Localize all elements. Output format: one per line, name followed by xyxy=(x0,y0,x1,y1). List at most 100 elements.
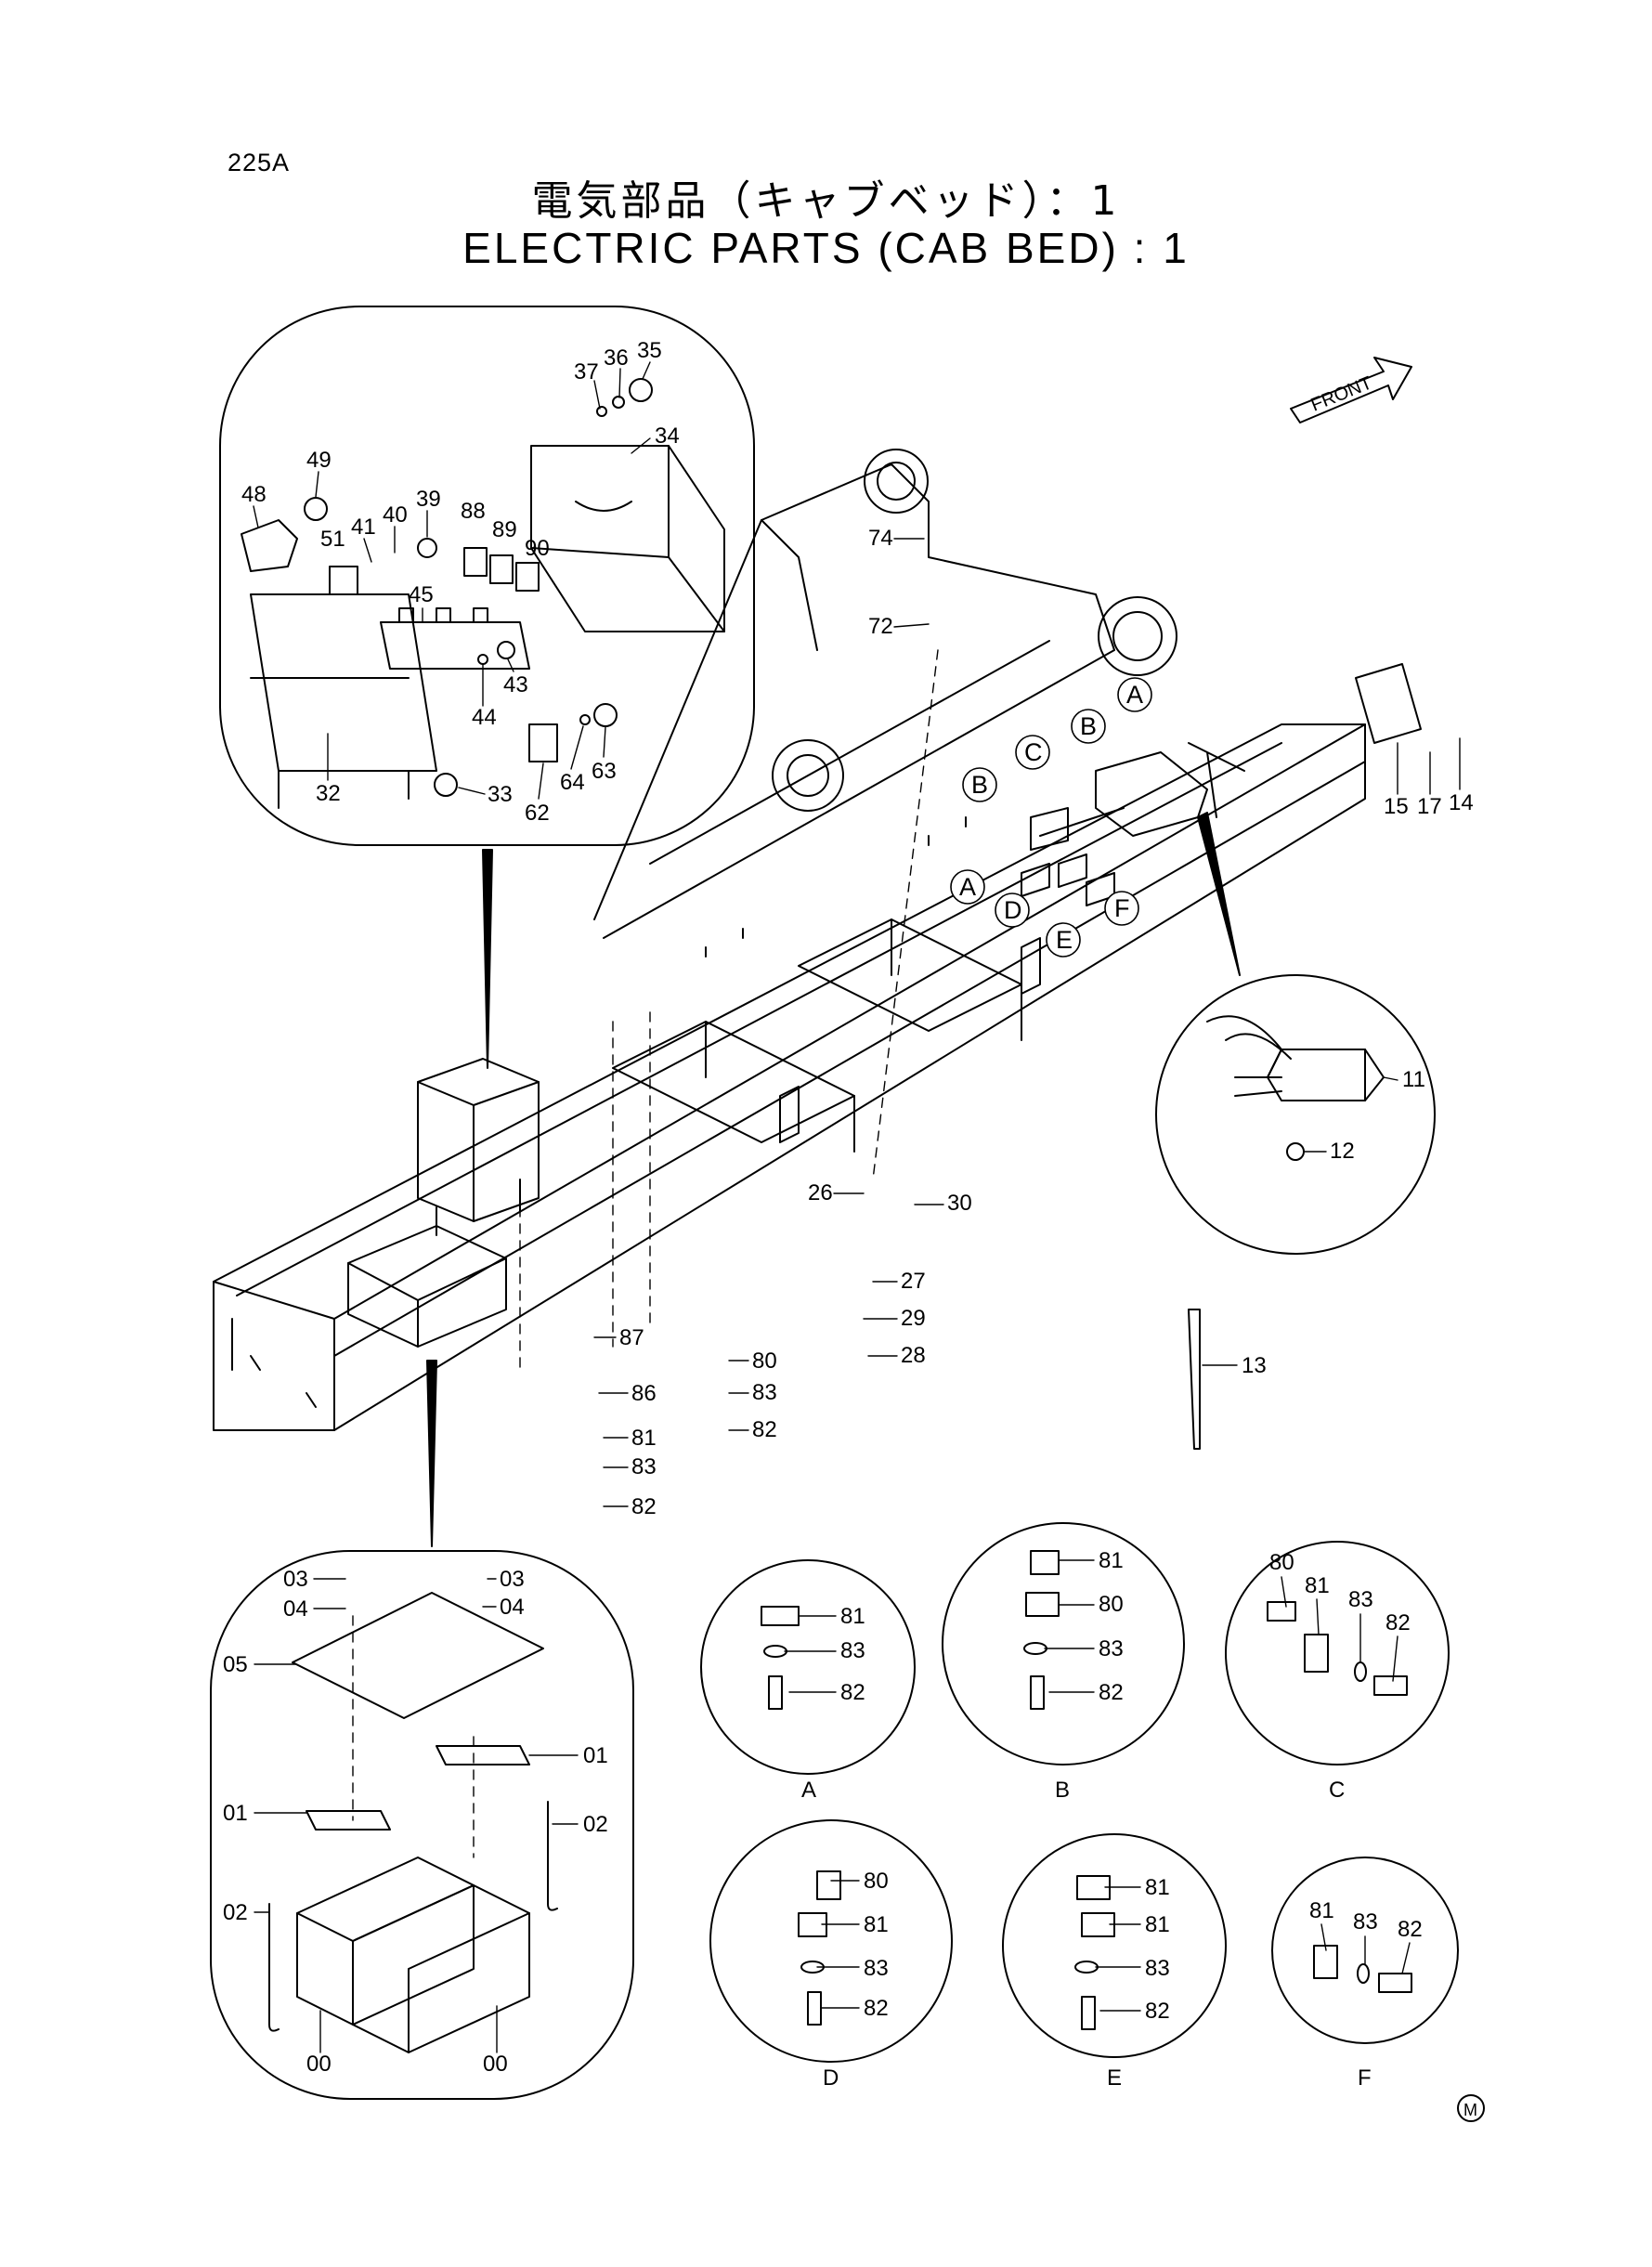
callout-label: 43 xyxy=(503,672,528,697)
callout-label: 86 xyxy=(631,1381,657,1406)
subview-f-label: 82 xyxy=(1398,1917,1423,1942)
callout-label: 03 xyxy=(500,1567,525,1592)
leader-line xyxy=(1392,1635,1398,1682)
subview-b-letter: B xyxy=(1055,1778,1070,1803)
callout-label: 04 xyxy=(500,1595,525,1620)
callout-label: 80 xyxy=(752,1348,777,1374)
front-arrow-icon: FRONT xyxy=(1290,357,1412,423)
callout-label: 51 xyxy=(320,527,345,552)
callout-label: 15 xyxy=(1384,794,1409,819)
callout-label: 88 xyxy=(461,499,486,524)
callout-label: 39 xyxy=(416,487,441,512)
subview-c-label: 83 xyxy=(1348,1587,1373,1612)
subview-c-label: 82 xyxy=(1385,1610,1411,1635)
subview-b-label: 80 xyxy=(1099,1592,1124,1617)
callout-label: 00 xyxy=(306,2052,332,2077)
subview-e-label: 82 xyxy=(1145,1999,1170,2024)
callout-label: 05 xyxy=(223,1652,248,1677)
leader-line xyxy=(618,368,621,398)
callout-label: 14 xyxy=(1449,790,1474,815)
callout-label: 34 xyxy=(655,423,680,449)
assembly-lines xyxy=(352,649,939,1858)
leader-line xyxy=(631,437,651,454)
subview-d-label: 83 xyxy=(864,1956,889,1981)
callout-label: 12 xyxy=(1330,1139,1355,1164)
subview-c-letter: C xyxy=(1329,1778,1345,1803)
subview-e-circle xyxy=(1002,1833,1227,2058)
subview-c-label: 80 xyxy=(1269,1550,1294,1575)
subview-f-circle xyxy=(1271,1857,1459,2044)
callout-label: 82 xyxy=(631,1494,657,1519)
callout-label: 28 xyxy=(901,1343,926,1368)
location-marker: A xyxy=(959,873,976,901)
subview-d-circle xyxy=(709,1819,953,2063)
callout-label: 29 xyxy=(901,1306,926,1331)
callout-label: 11 xyxy=(1402,1067,1425,1092)
leader-line xyxy=(315,471,319,498)
callout-label: 01 xyxy=(223,1801,248,1826)
cable-tie xyxy=(1188,1309,1201,1450)
callout-label: 72 xyxy=(868,614,893,639)
location-marker: C xyxy=(1024,738,1043,766)
callout-label: 45 xyxy=(409,582,434,607)
callout-label: 01 xyxy=(583,1743,608,1768)
subview-e-label: 81 xyxy=(1145,1912,1170,1937)
subview-d-label: 81 xyxy=(864,1912,889,1937)
leader-line xyxy=(1316,1598,1320,1635)
leader-line xyxy=(507,658,514,672)
callout-label: 83 xyxy=(752,1380,777,1405)
callout-label: 00 xyxy=(483,2052,508,2077)
location-marker: E xyxy=(1056,926,1073,954)
location-marker: B xyxy=(1080,712,1097,740)
subview-d-letter: D xyxy=(823,2065,839,2091)
callout-label: 64 xyxy=(560,770,585,795)
mark-icon xyxy=(1457,2094,1485,2122)
mark-letter: M xyxy=(1463,2101,1477,2119)
subview-c-circle xyxy=(1225,1541,1450,1765)
leader-line xyxy=(538,762,544,800)
subview-f-label: 81 xyxy=(1309,1898,1334,1923)
subview-b-label: 82 xyxy=(1099,1680,1124,1705)
callout-label: 44 xyxy=(472,705,497,730)
callout-label: 04 xyxy=(283,1596,308,1622)
callout-label: 63 xyxy=(592,759,617,784)
callout-label: 35 xyxy=(637,338,662,363)
callout-label: 62 xyxy=(525,801,550,826)
callout-label: 02 xyxy=(223,1900,248,1925)
callout-label: 03 xyxy=(283,1567,308,1592)
location-marker: B xyxy=(971,771,988,799)
leader-line xyxy=(593,380,601,410)
subview-e-letter: E xyxy=(1107,2065,1122,2091)
rear-cover xyxy=(1355,663,1422,744)
subview-d-label: 80 xyxy=(864,1869,889,1894)
relay-detail xyxy=(1155,974,1436,1255)
subview-a-label: 81 xyxy=(840,1604,865,1629)
callout-label: 13 xyxy=(1242,1353,1267,1378)
relay-pointer xyxy=(1197,812,1241,976)
leader-line xyxy=(570,725,584,770)
fuse-panel-detail xyxy=(219,306,755,846)
leader-line xyxy=(253,505,259,528)
subview-parts xyxy=(761,1550,1412,2030)
subview-f-label: 83 xyxy=(1353,1909,1378,1935)
callout-label: 89 xyxy=(492,517,517,542)
subview-d-label: 82 xyxy=(864,1996,889,2021)
title-japanese: 電気部品（キャブベッド）：1 xyxy=(531,177,1121,225)
callout-label: 26 xyxy=(808,1180,833,1205)
callout-label: 49 xyxy=(306,448,332,473)
callout-label: 30 xyxy=(947,1191,972,1216)
location-marker: D xyxy=(1004,896,1022,924)
relay-harness xyxy=(1021,751,1208,906)
callout-label: 82 xyxy=(752,1417,777,1442)
callout-label: 02 xyxy=(583,1812,608,1837)
subview-f-letter: F xyxy=(1358,2065,1372,2091)
callout-label: 81 xyxy=(631,1426,657,1451)
leader-line xyxy=(642,361,651,380)
callout-label: 36 xyxy=(604,345,629,371)
battery-pointer xyxy=(426,1360,437,1547)
battery-detail xyxy=(210,1550,634,2100)
battery-box xyxy=(347,1225,507,1348)
leader-line xyxy=(603,726,606,758)
subview-c-label: 81 xyxy=(1305,1573,1330,1598)
